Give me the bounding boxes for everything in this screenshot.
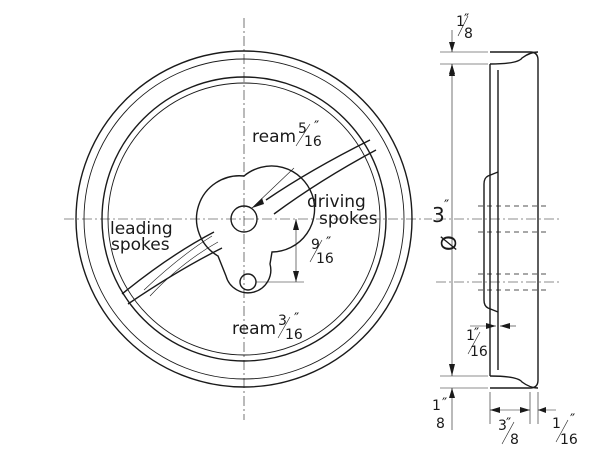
offset-num: 9 — [311, 237, 320, 253]
web-arrow — [486, 323, 496, 329]
rim-mark: ″ — [570, 412, 575, 428]
web-den: 16 — [470, 344, 488, 360]
side-view-labels: 1 8 ″ Ø 3 ″ 1 16 ″ 1 8 ″ 3 8 ″ 1 16 ″ — [432, 12, 578, 448]
flange-bottom-arrow — [449, 388, 455, 398]
rim-arrow — [538, 407, 546, 413]
offset-slash — [309, 239, 323, 263]
side-profile-outer — [490, 51, 539, 389]
diameter-symbol: Ø — [437, 235, 461, 251]
driving-spokes-word: spokes — [319, 209, 378, 229]
side-view — [436, 30, 560, 430]
axle-hole — [230, 205, 258, 233]
ream-bottom-num: 3 — [278, 313, 287, 329]
rim-num: 1 — [552, 416, 561, 432]
flange-top-slash — [457, 15, 469, 37]
offset-arrow-top — [293, 219, 299, 230]
driving-word: driving — [307, 192, 366, 212]
hub-arrow-right — [520, 407, 530, 413]
diameter-arrow-bottom — [449, 364, 455, 376]
leading-spoke-a — [121, 231, 215, 295]
flange-top-arrow — [449, 42, 455, 52]
leading-spoke-d — [149, 241, 219, 297]
ream-bottom-den: 16 — [285, 327, 303, 343]
offset-den: 16 — [316, 251, 334, 267]
web-num: 1 — [466, 328, 475, 344]
leading-word: leading — [110, 219, 173, 239]
flange-top-arrow-2 — [449, 64, 455, 74]
ream-top-den: 16 — [304, 134, 322, 150]
rim-outer-circle — [75, 50, 413, 388]
driving-spoke-a — [265, 139, 371, 201]
side-hub — [483, 171, 499, 313]
leading-spoke-c — [143, 235, 213, 291]
diameter-value: 3 — [432, 203, 445, 227]
flange-bottom-den: 8 — [436, 416, 445, 432]
flange-top-den: 8 — [464, 26, 473, 42]
ream-top-arrow — [252, 198, 264, 208]
rim-den: 16 — [560, 432, 578, 448]
driving-spoke-b — [273, 149, 377, 215]
ream-bottom-word: ream — [232, 319, 276, 339]
rim-slash — [555, 419, 569, 443]
front-view-labels: ream 5 16 ″ driving spokes leading spoke… — [110, 119, 378, 343]
ream-top-word: ream — [252, 127, 296, 147]
side-flange-top — [489, 51, 539, 65]
leading-spokes-word: spokes — [111, 235, 170, 255]
offset-arrow-bottom — [293, 271, 299, 282]
leading-spoke-b — [127, 247, 223, 305]
rim-edge-circle — [83, 58, 405, 380]
flange-top-num: 1 — [456, 14, 465, 30]
hub-arrow-left — [490, 407, 500, 413]
flange-top-mark: ″ — [464, 12, 469, 28]
crankpin-hole — [239, 273, 257, 291]
hub-slash — [501, 421, 515, 445]
ream-top-slash — [295, 123, 311, 147]
web-arrow-2 — [500, 323, 510, 329]
web-slash — [467, 331, 481, 355]
rim-inner-circle — [107, 82, 381, 356]
hub-mark: ″ — [506, 416, 511, 432]
diameter-mark: ″ — [444, 198, 449, 214]
flange-bottom-mark: ″ — [442, 396, 447, 412]
flange-bottom-num: 1 — [432, 398, 441, 414]
rim-tread-circle — [101, 76, 387, 362]
side-flange-bottom — [489, 375, 539, 389]
ream-bottom-mark: ″ — [294, 311, 299, 327]
hub-den: 8 — [510, 432, 519, 448]
ream-top-num: 5 — [298, 121, 307, 137]
ream-top-mark: ″ — [314, 119, 319, 135]
offset-mark: ″ — [326, 235, 331, 251]
front-view — [64, 18, 432, 420]
hub-num: 3 — [498, 418, 507, 434]
ream-bottom-slash — [277, 316, 291, 339]
web-mark: ″ — [474, 326, 479, 342]
